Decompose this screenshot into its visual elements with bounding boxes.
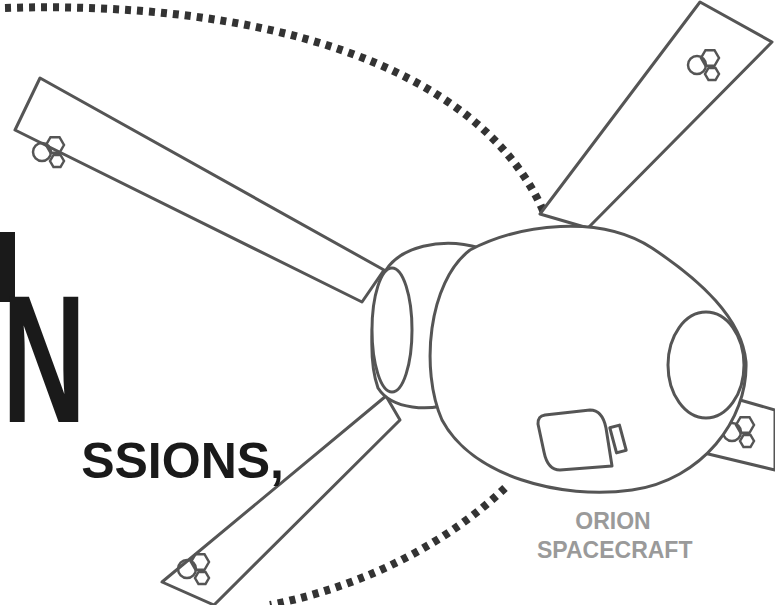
bolt-symbol [178,560,196,578]
bolt-symbol [688,56,706,74]
bolt-symbol [701,50,719,66]
title-letter: N [2,268,86,450]
bolt-symbol [195,572,209,584]
title-fragment: SSIONS, [81,436,284,486]
crew-module [430,226,746,492]
bolt-symbol [191,554,209,570]
bolt-symbol [740,435,754,447]
bolt-symbol [50,155,64,167]
solar-panels [15,2,775,605]
panel-bolts [33,50,754,584]
bolt-symbol [705,68,719,80]
part-label: ORION SPACECRAFT [537,507,689,565]
bolt-symbol [736,417,754,433]
bolt-symbol [46,137,64,153]
bolt-symbol [33,143,51,161]
